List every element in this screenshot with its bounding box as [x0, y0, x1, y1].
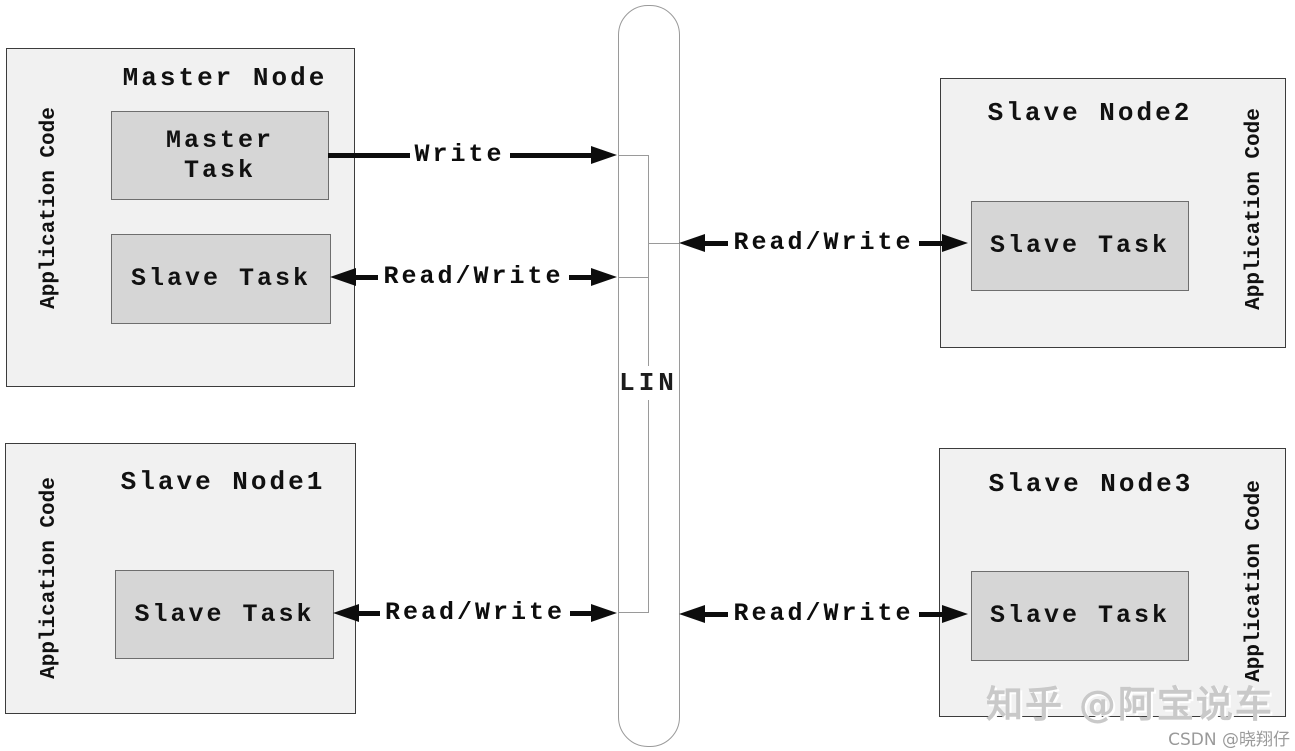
master-application-code-label: Application Code [38, 107, 61, 309]
arrowhead-left-icon [333, 604, 359, 622]
slave-node3-task-label: Slave Task [989, 601, 1171, 630]
master-slave-readwrite-arrow: Read/Write [330, 264, 617, 290]
master-node-title: Master Node [122, 63, 328, 93]
readwrite-arrow-line [356, 274, 379, 280]
slave-node1-readwrite-arrow: Read/Write [333, 600, 617, 626]
arrowhead-left-icon [679, 234, 705, 252]
slave-node3-readwrite-arrow: Read/Write [679, 601, 968, 627]
readwrite-arrow-line [568, 274, 591, 280]
csdn-watermark: CSDN @晓翔仔 [1168, 730, 1290, 750]
readwrite-arrow-label: Read/Write [733, 228, 914, 257]
readwrite-arrow-label: Read/Write [383, 262, 564, 291]
readwrite-arrow-label: Read/Write [384, 598, 566, 627]
arrowhead-right-icon [942, 234, 968, 252]
write-arrow: Write [328, 140, 618, 169]
slave-node3-title: Slave Node3 [988, 469, 1194, 499]
readwrite-arrow-label: Read/Write [733, 599, 914, 628]
write-arrow-line [509, 152, 592, 158]
readwrite-arrow-line [705, 240, 729, 246]
master-node-box: Master Node Application Code Master Task… [6, 48, 355, 387]
slave-node2-readwrite-arrow: Read/Write [679, 230, 968, 256]
slave-node2-task-box: Slave Task [971, 201, 1189, 291]
slave-node3-box: Slave Node3 Application Code Slave Task [939, 448, 1286, 717]
master-task-label-line1: Master [165, 125, 274, 155]
arrowhead-right-icon [591, 268, 617, 286]
arrowhead-left-icon [330, 268, 356, 286]
arrowhead-left-icon [679, 605, 705, 623]
zhihu-watermark: 知乎 @阿宝说车 [986, 683, 1274, 726]
lin-bus-label: LIN [619, 366, 678, 400]
lin-bus-stub-slave1 [619, 612, 648, 613]
master-slave-task-box: Slave Task [111, 234, 331, 324]
lin-bus-stub-write [619, 155, 648, 156]
readwrite-arrow-line [570, 610, 591, 616]
slave-node3-application-code-label: Application Code [1243, 480, 1266, 682]
slave-node3-task-box: Slave Task [971, 571, 1189, 661]
slave-node2-application-code-label: Application Code [1243, 108, 1266, 310]
slave-node1-application-code-label: Application Code [38, 477, 61, 679]
master-task-box: Master Task [111, 111, 329, 200]
lin-bus-stub-master-slave [619, 277, 648, 278]
slave-node2-task-label: Slave Task [989, 231, 1171, 260]
arrowhead-right-icon [591, 604, 617, 622]
slave-node2-title: Slave Node2 [987, 98, 1193, 128]
write-arrow-line [328, 152, 410, 158]
readwrite-arrow-line [705, 611, 729, 617]
readwrite-arrow-line [918, 611, 942, 617]
write-arrow-label: Write [414, 140, 505, 169]
master-task-label-line2: Task [183, 155, 256, 185]
arrowhead-right-icon [942, 605, 968, 623]
slave-node1-task-label: Slave Task [134, 599, 315, 629]
slave-node2-box: Slave Node2 Application Code Slave Task [940, 78, 1286, 348]
readwrite-arrow-line [359, 610, 380, 616]
master-slave-task-label: Slave Task [130, 264, 312, 293]
slave-node1-box: Slave Node1 Application Code Slave Task [5, 443, 356, 714]
slave-node1-task-box: Slave Task [115, 570, 334, 659]
slave-node1-title: Slave Node1 [120, 467, 326, 497]
arrowhead-right-icon [591, 146, 618, 164]
readwrite-arrow-line [918, 240, 942, 246]
lin-bus-stub-slave2 [649, 243, 679, 244]
